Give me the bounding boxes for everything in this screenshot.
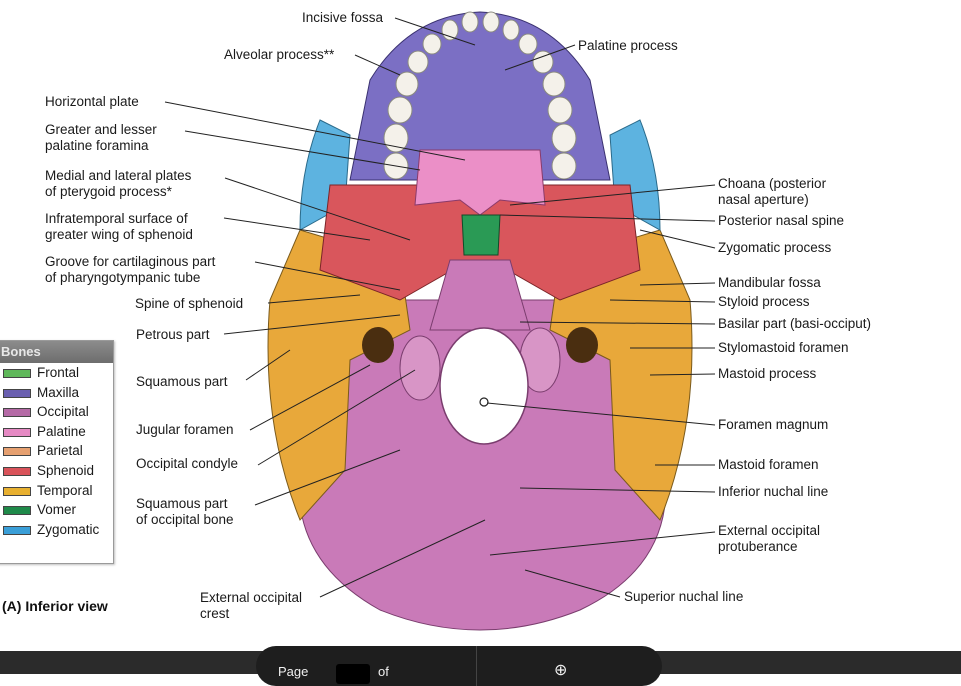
legend-item-temporal: Temporal bbox=[0, 481, 113, 501]
label-external-occipital-crest: External occipital crest bbox=[200, 590, 303, 621]
legend-swatch bbox=[3, 447, 31, 457]
legend-label: Occipital bbox=[37, 404, 89, 420]
label-greater-lesser-palatine-foramina: Greater and lesser palatine foramina bbox=[45, 122, 157, 153]
legend-item-vomer: Vomer bbox=[0, 500, 113, 520]
label-foramen-magnum: Foramen magnum bbox=[718, 417, 829, 432]
label-spine-of-sphenoid: Spine of sphenoid bbox=[135, 296, 244, 311]
legend-item-parietal: Parietal bbox=[0, 441, 113, 461]
legend-item-zygomatic: Zygomatic bbox=[0, 520, 113, 540]
foramen-magnum bbox=[439, 327, 529, 445]
legend-swatch bbox=[3, 408, 31, 418]
legend-swatch bbox=[3, 466, 31, 476]
pill-divider bbox=[476, 646, 477, 686]
legend-label: Parietal bbox=[37, 443, 83, 459]
label-petrous-part: Petrous part bbox=[136, 327, 210, 342]
occipital-condyle-left bbox=[399, 335, 441, 401]
label-inferior-nuchal-line: Inferior nuchal line bbox=[718, 484, 829, 499]
label-mastoid-foramen: Mastoid foramen bbox=[718, 457, 819, 472]
legend-swatch bbox=[3, 506, 31, 516]
legend-swatch bbox=[3, 427, 31, 437]
label-mastoid-process: Mastoid process bbox=[718, 366, 817, 381]
label-external-occipital-protuberance: External occipital protuberance bbox=[718, 523, 821, 554]
label-squamous-part: Squamous part bbox=[136, 374, 228, 389]
legend-label: Vomer bbox=[37, 502, 77, 518]
legend-item-maxilla: Maxilla bbox=[0, 383, 113, 403]
label-stylomastoid-foramen: Stylomastoid foramen bbox=[718, 340, 849, 355]
legend-label: Palatine bbox=[37, 423, 86, 439]
page-navigation-pill: Page of ⊕ bbox=[256, 646, 662, 686]
page-label: Page bbox=[278, 664, 309, 679]
label-pterygoid-plates: Medial and lateral plates of pterygoid p… bbox=[45, 168, 192, 199]
legend-swatch bbox=[3, 388, 31, 398]
label-groove-pharyngotympanic: Groove for cartilaginous part of pharyng… bbox=[45, 254, 216, 285]
legend-item-occipital: Occipital bbox=[0, 402, 113, 422]
legend-item-palatine: Palatine bbox=[0, 422, 113, 442]
legend-item-frontal: Frontal bbox=[0, 363, 113, 383]
teeth bbox=[383, 11, 577, 180]
label-superior-nuchal-line: Superior nuchal line bbox=[624, 589, 744, 604]
legend-item-sphenoid: Sphenoid bbox=[0, 461, 113, 481]
basilar-part bbox=[429, 259, 531, 331]
palatine-bone bbox=[414, 149, 546, 216]
label-infratemporal-surface: Infratemporal surface of greater wing of… bbox=[45, 211, 193, 242]
label-palatine-process: Palatine process bbox=[578, 38, 678, 53]
legend-label: Zygomatic bbox=[37, 521, 100, 537]
page-number-input[interactable] bbox=[336, 664, 370, 684]
label-squamous-occipital: Squamous part of occipital bone bbox=[136, 496, 234, 527]
label-jugular-foramen: Jugular foramen bbox=[136, 422, 234, 437]
legend-swatch bbox=[3, 525, 31, 535]
legend-label: Sphenoid bbox=[37, 462, 95, 478]
label-basilar-part: Basilar part (basi-occiput) bbox=[718, 316, 872, 331]
label-occipital-condyle: Occipital condyle bbox=[136, 456, 239, 471]
legend-label: Frontal bbox=[37, 365, 80, 380]
label-styloid-process: Styloid process bbox=[718, 294, 810, 309]
leader-lines bbox=[164, 17, 716, 598]
occipital-bone bbox=[298, 299, 667, 631]
zoom-icon[interactable]: ⊕ bbox=[554, 662, 568, 679]
page-of-label: of bbox=[378, 664, 389, 679]
label-horizontal-plate: Horizontal plate bbox=[45, 94, 139, 109]
label-alveolar-process: Alveolar process** bbox=[224, 47, 335, 62]
legend-label: Temporal bbox=[37, 482, 93, 498]
label-zygomatic-process: Zygomatic process bbox=[718, 240, 832, 255]
vomer bbox=[461, 214, 501, 256]
label-mandibular-fossa: Mandibular fossa bbox=[718, 275, 821, 290]
legend-label: Maxilla bbox=[37, 384, 80, 400]
label-choana: Choana (posterior nasal aperture) bbox=[718, 176, 827, 207]
legend-title: Bones bbox=[0, 341, 113, 363]
temporal-bone-right bbox=[549, 229, 693, 521]
label-posterior-nasal-spine: Posterior nasal spine bbox=[718, 213, 845, 228]
temporal-bone-left bbox=[267, 229, 411, 521]
legend-swatch bbox=[3, 369, 31, 378]
legend-swatch bbox=[3, 486, 31, 496]
figure-caption: (A) Inferior view bbox=[2, 598, 108, 614]
label-incisive-fossa: Incisive fossa bbox=[302, 10, 384, 25]
